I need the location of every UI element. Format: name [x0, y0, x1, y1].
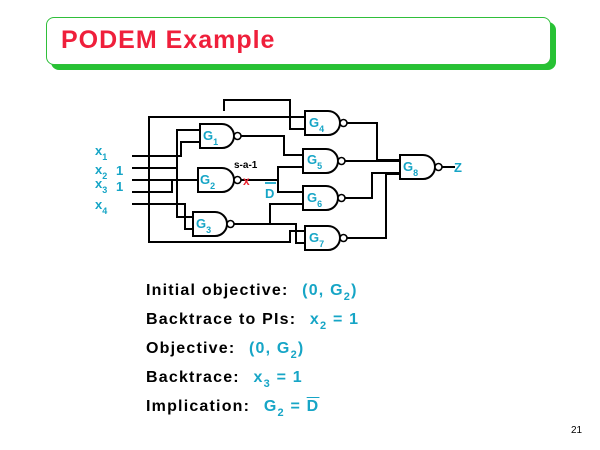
- step-value: x3 = 1: [253, 369, 303, 390]
- input-value-x3: 1: [116, 179, 123, 194]
- step-label: Backtrace to PIs:: [146, 311, 297, 328]
- step-label: Initial objective:: [146, 282, 289, 299]
- gate-label-g1: G1: [203, 128, 218, 147]
- fault-value: D: [265, 186, 274, 201]
- input-value-x2: 1: [116, 163, 123, 178]
- title-box: PODEM Example: [46, 17, 551, 65]
- gate-g3-bubble: [226, 219, 235, 229]
- step-backtrace: Backtrace: x3 = 1: [146, 368, 359, 397]
- step-label: Implication:: [146, 398, 251, 415]
- gate-g8-bubble: [434, 162, 443, 172]
- gate-label-g8: G8: [403, 159, 418, 178]
- slide-title: PODEM Example: [61, 26, 276, 54]
- gate-g4-bubble: [339, 118, 348, 128]
- step-label: Objective:: [146, 340, 236, 357]
- input-label-x2: x2: [95, 162, 107, 181]
- gate-label-g4: G4: [309, 115, 324, 134]
- gate-g5-bubble: [337, 156, 346, 166]
- step-objective: Objective: (0, G2): [146, 339, 359, 368]
- step-value: G2 = D: [263, 398, 320, 419]
- fault-mark: x: [243, 174, 250, 188]
- fault-label: s-a-1: [234, 160, 258, 171]
- step-value: (0, G2): [302, 282, 358, 303]
- gate-g6-bubble: [337, 193, 346, 203]
- wires: [132, 99, 455, 244]
- gate-g2-bubble: [233, 175, 242, 185]
- step-value: x2 = 1: [309, 311, 360, 332]
- step-label: Backtrace:: [146, 369, 240, 386]
- gate-label-g6: G6: [307, 190, 322, 209]
- gate-g1-bubble: [233, 131, 242, 141]
- step-backtrace-to-pis: Backtrace to PIs: x2 = 1: [146, 310, 359, 339]
- input-label-x4: x4: [95, 197, 107, 216]
- step-initial-objective: Initial objective: (0, G2): [146, 281, 359, 310]
- gate-label-g3: G3: [196, 216, 211, 235]
- steps-list: Initial objective: (0, G2) Backtrace to …: [146, 281, 359, 426]
- output-label: Z: [454, 160, 462, 175]
- step-implication: Implication: G2 = D: [146, 397, 359, 426]
- gate-g7-bubble: [339, 233, 348, 243]
- input-label-x1: x1: [95, 143, 107, 162]
- input-label-x3: x3: [95, 176, 107, 195]
- page-number: 21: [571, 425, 583, 436]
- gate-label-g5: G5: [307, 152, 322, 171]
- gate-label-g2: G2: [200, 172, 215, 191]
- gate-label-g7: G7: [309, 230, 324, 249]
- step-value: (0, G2): [249, 340, 305, 361]
